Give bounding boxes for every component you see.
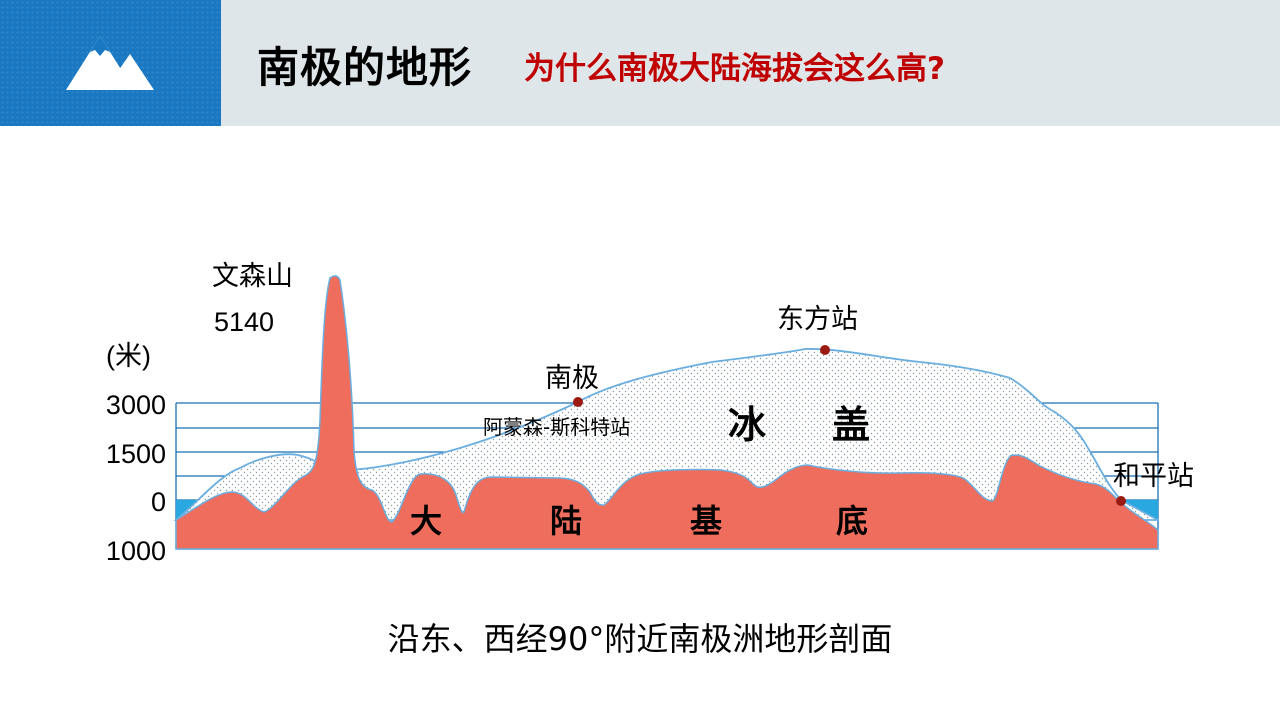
page-title: 南极的地形	[257, 43, 473, 92]
south-pole-label: 南极	[545, 363, 599, 394]
vostok-label: 东方站	[777, 304, 858, 335]
header-logo-block	[0, 0, 221, 126]
vostok-marker	[820, 345, 830, 355]
continent-label-char-2: 陆	[550, 502, 582, 540]
continent-bedrock	[175, 275, 1159, 550]
header-bar	[221, 0, 1280, 126]
y-tick-1000: 1000	[106, 536, 166, 566]
continent-label-char-1: 大	[410, 502, 442, 540]
y-tick-3000: 3000	[106, 390, 166, 420]
page-subtitle: 为什么南极大陆海拔会这么高?	[524, 51, 945, 87]
y-axis-unit: (米)	[106, 341, 151, 371]
continent-label-char-4: 底	[836, 502, 868, 540]
peak-height-label: 5140	[214, 307, 274, 337]
mirny-label: 和平站	[1113, 461, 1194, 492]
mirny-marker	[1116, 496, 1126, 506]
ice-label-char-1: 冰	[728, 403, 767, 447]
mountain-icon	[66, 36, 154, 90]
south-pole-marker	[573, 397, 583, 407]
ice-label-char-2: 盖	[832, 403, 870, 447]
y-tick-0: 0	[151, 487, 166, 517]
diagram-caption: 沿东、西经90°附近南极洲地形剖面	[387, 620, 893, 658]
south-pole-station-label: 阿蒙森-斯科特站	[483, 415, 630, 439]
y-tick-1500: 1500	[106, 439, 166, 469]
peak-name-label: 文森山	[212, 261, 293, 292]
continent-label-char-3: 基	[690, 502, 722, 540]
